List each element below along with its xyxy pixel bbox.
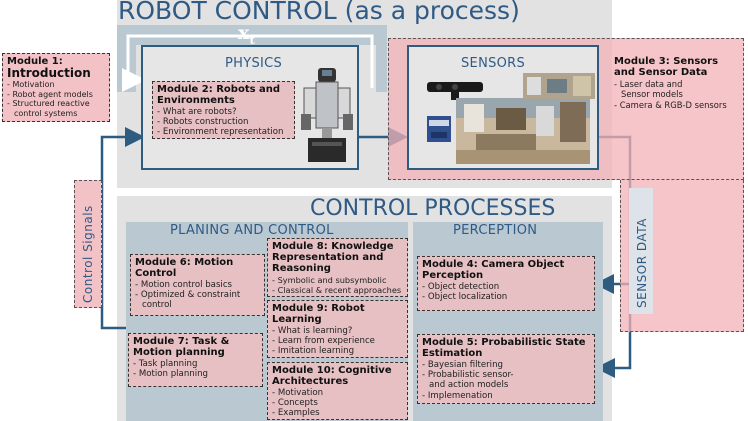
planing-label: PLANING AND CONTROL <box>170 223 334 238</box>
module-4-item: Object localization <box>422 292 590 302</box>
module-5-items: Bayesian filtering Probabilistic sensor- <box>422 360 590 380</box>
module-2-items: What are robots? Robots construction Env… <box>157 107 290 137</box>
module-9-card[interactable]: Module 9: Robot Learning What is learnin… <box>267 300 408 358</box>
module-8-item: Classical & recent approaches <box>272 285 403 295</box>
module-2-card[interactable]: Module 2: Robots and Environments What a… <box>152 81 295 139</box>
module-5-items-b: Implemenation <box>422 391 590 401</box>
physics-label: PHYSICS <box>225 56 283 71</box>
module-7-items: Task planning Motion planning <box>133 359 258 379</box>
module-8-title: Module 8: Knowledge Representation and R… <box>272 241 394 274</box>
scene-photo <box>456 98 590 164</box>
module-3-title: Module 3: Sensors and Sensor Data <box>614 56 719 78</box>
module-7-item: Task planning <box>133 359 258 369</box>
laser-scanner-image <box>427 116 451 142</box>
module-1-item: Motivation <box>7 80 105 90</box>
control-signals-label: Control Signals <box>81 205 95 303</box>
module-5-card[interactable]: Module 5: Probabilistic State Estimation… <box>417 334 595 404</box>
module-7-card[interactable]: Module 7: Task & Motion planning Task pl… <box>128 333 263 387</box>
module-9-title: Module 9: Robot Learning <box>272 303 365 325</box>
module-3-item-cont: Sensor models <box>621 89 683 99</box>
control-signal-line <box>100 127 145 330</box>
control-signals-box <box>74 180 102 308</box>
state-loop-line <box>122 34 374 92</box>
module-3-card[interactable]: Module 3: Sensors and Sensor Data Laser … <box>614 56 742 116</box>
module-5-title: Module 5: Probabilistic State Estimation <box>422 337 586 359</box>
module-1-items: Motivation Robot agent models Structured… <box>7 80 105 109</box>
module-4-title: Module 4: Camera Object Perception <box>422 259 565 281</box>
lab-photo <box>523 73 595 99</box>
module-1-item: Structured reactive <box>7 99 105 109</box>
module-6-card[interactable]: Module 6: Motion Control Motion control … <box>130 254 265 316</box>
module-6-items: Motion control basics Optimized & constr… <box>135 280 260 300</box>
state-symbol-t: t <box>249 32 255 47</box>
module-9-items: What is learning? Learn from experience … <box>272 326 403 356</box>
module-1-card[interactable]: Module 1: Introduction Motivation Robot … <box>2 53 110 122</box>
module-4-items: Object detection Object localization <box>422 282 590 302</box>
state-symbol-x: x <box>238 22 250 44</box>
state-symbol: xt <box>238 22 255 47</box>
module-3-items: Laser data and <box>614 79 742 89</box>
module-6-item: Optimized & constraint <box>135 290 260 300</box>
module-10-items: Motivation Concepts Examples <box>272 388 403 418</box>
robot-image <box>301 68 353 162</box>
module-4-item: Object detection <box>422 282 590 292</box>
module-1-title: Introduction <box>7 66 91 80</box>
module-5-item: Implemenation <box>422 391 590 401</box>
module-8-items: Symbolic and subsymbolic Classical & rec… <box>272 275 403 295</box>
control-processes-title: CONTROL PROCESSES <box>310 196 556 221</box>
sensor-data-box <box>629 188 653 314</box>
module-10-card[interactable]: Module 10: Cognitive Architectures Motiv… <box>267 362 408 420</box>
module-5-item: Bayesian filtering <box>422 360 590 370</box>
module-9-item: Imitation learning <box>272 346 403 356</box>
module-9-item: Learn from experience <box>272 336 403 346</box>
module-9-item: What is learning? <box>272 326 403 336</box>
module-5-item: Probabilistic sensor- <box>422 370 590 380</box>
module-2-item: Environment representation <box>157 127 290 137</box>
module-8-item: Symbolic and subsymbolic <box>272 275 403 285</box>
module-6-item: Motion control basics <box>135 280 260 290</box>
module-10-item: Examples <box>272 408 403 418</box>
module-3-item: Laser data and <box>614 79 742 89</box>
module-10-item: Motivation <box>272 388 403 398</box>
module-2-item: What are robots? <box>157 107 290 117</box>
module-2-title: Module 2: Robots and Environments <box>157 84 281 106</box>
module-1-item: Robot agent models <box>7 90 105 100</box>
module-6-title: Module 6: Motion Control <box>135 257 234 279</box>
module-7-title: Module 7: Task & Motion planning <box>133 336 230 358</box>
kinect-image <box>427 82 483 100</box>
module-7-item: Motion planning <box>133 369 258 379</box>
module-1-number: Module 1: <box>7 56 63 67</box>
module-10-item: Concepts <box>272 398 403 408</box>
module-10-title: Module 10: Cognitive Architectures <box>272 365 392 387</box>
module-2-item: Robots construction <box>157 117 290 127</box>
module-3-item: Camera & RGB-D sensors <box>614 100 742 110</box>
module-1-item-cont: control systems <box>14 108 78 118</box>
module-5-item-cont: and action models <box>429 380 509 390</box>
module-8-card[interactable]: Module 8: Knowledge Representation and R… <box>267 238 408 297</box>
sensors-label: SENSORS <box>461 56 526 71</box>
module-6-item-cont: control <box>142 300 172 310</box>
module-3-items-b: Camera & RGB-D sensors <box>614 100 742 110</box>
module-4-card[interactable]: Module 4: Camera Object Perception Objec… <box>417 256 595 311</box>
sensor-data-label: SENSOR DATA <box>635 218 649 308</box>
page-title: ROBOT CONTROL (as a process) <box>118 0 520 25</box>
perception-label: PERCEPTION <box>453 223 538 238</box>
